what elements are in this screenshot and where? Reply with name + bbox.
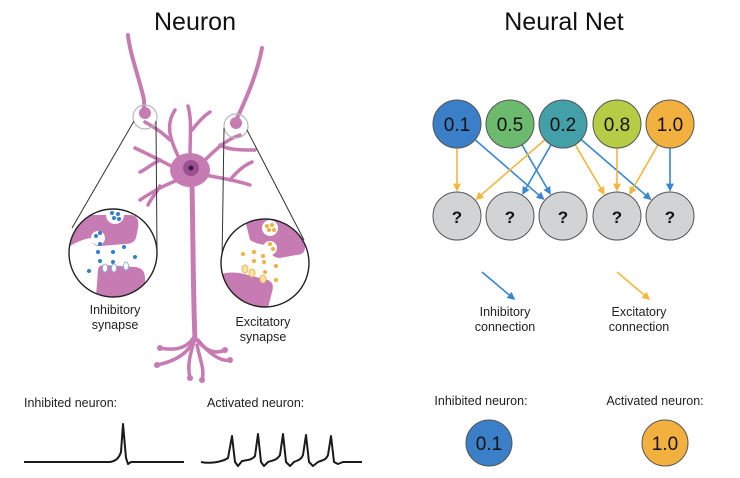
inhibitory-connection-arrow [580, 139, 652, 201]
output-node [432, 191, 482, 241]
activated-trace-label: Activated neuron: [207, 396, 304, 410]
axon-terminal-left [139, 107, 151, 119]
magnifier-left [132, 104, 158, 130]
inhibited-trace-label: Inhibited neuron: [24, 396, 117, 410]
nucleolus [188, 165, 194, 171]
input-node-value: 0.2 [550, 115, 576, 136]
neuron-axon [189, 182, 198, 343]
input-node-value: 0.8 [604, 115, 630, 136]
zoom-line [246, 129, 305, 241]
input-node-value: 0.5 [497, 115, 523, 136]
activated-example-value: 1.0 [652, 434, 678, 455]
incoming-axon-left [126, 33, 146, 112]
input-node-value: 1.0 [657, 115, 683, 136]
excitatory-legend-label-1: Excitatory [612, 305, 668, 319]
incoming-axon-right [234, 46, 264, 122]
inhibited-example-label: Inhibited neuron: [434, 394, 527, 408]
neural-net-title: Neural Net [504, 8, 624, 36]
excitatory-synapse-label-1: Excitatory [236, 315, 292, 329]
input-node-value: 0.1 [444, 115, 470, 136]
inhibitory-connection-arrow [474, 139, 545, 201]
excitatory-synapse [220, 218, 310, 308]
input-node [432, 99, 482, 149]
inhibitory-connection-arrow [522, 144, 552, 195]
neuron-illustration: Inhibitory synapse Excitatory synap [68, 33, 310, 383]
zoom-line [221, 127, 225, 264]
inhibited-example-value: 0.1 [476, 434, 502, 455]
inhibitory-synapse [68, 208, 158, 298]
axon-terminals [155, 333, 232, 382]
inhibited-example-node [465, 419, 513, 467]
output-node [538, 191, 588, 241]
axon-terminal-bulbs [154, 345, 233, 383]
output-node-value: ? [505, 208, 515, 227]
inhibitory-synapse-label-2: synapse [92, 318, 139, 332]
input-node [485, 99, 535, 149]
input-node [592, 99, 642, 149]
output-node-value: ? [558, 208, 568, 227]
excitatory-connection-arrow [629, 144, 659, 195]
input-layer: 0.1 0.5 0.2 0.8 1.0 [432, 99, 695, 149]
input-node [645, 99, 695, 149]
activated-example-label: Activated neuron: [606, 394, 703, 408]
magnifier-right [223, 113, 249, 139]
output-node-value: ? [452, 208, 462, 227]
connections-layer [453, 139, 674, 201]
output-node [645, 191, 695, 241]
inhibitory-legend-label-1: Inhibitory [480, 305, 531, 319]
neuron-title: Neuron [154, 8, 236, 36]
inhibitory-legend-arrow [481, 271, 516, 301]
activated-spike-trace [200, 433, 362, 467]
output-layer: ????? [432, 191, 695, 241]
output-node [592, 191, 642, 241]
output-node-value: ? [665, 208, 675, 227]
excitatory-legend-label-2: connection [609, 320, 670, 334]
inhibitory-legend-label-2: connection [475, 320, 536, 334]
output-node [485, 191, 535, 241]
inhibitory-connection-arrow [521, 144, 551, 195]
zoom-line [71, 120, 135, 229]
excitatory-legend-arrow [616, 271, 651, 301]
output-node-value: ? [612, 208, 622, 227]
activated-example-node [641, 419, 689, 467]
excitatory-connection-arrow [574, 144, 605, 195]
inhibited-spike-trace [24, 423, 184, 465]
zoom-line [155, 120, 158, 254]
axon-terminal-right [230, 117, 242, 129]
excitatory-connection-arrow [475, 139, 546, 201]
input-node [538, 99, 588, 149]
inhibitory-synapse-label-1: Inhibitory [90, 303, 141, 317]
excitatory-synapse-label-2: synapse [240, 330, 287, 344]
